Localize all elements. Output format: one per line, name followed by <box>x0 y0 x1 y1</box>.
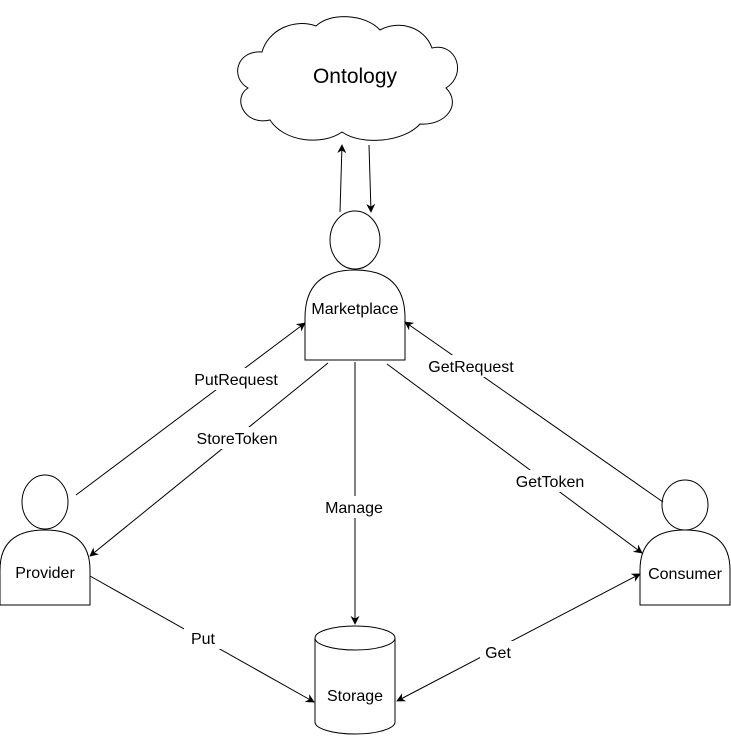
edge-provider-to-marketplace[interactable] <box>75 322 306 496</box>
marketplace-head <box>329 210 381 270</box>
edge-consumer-to-marketplace[interactable] <box>404 321 664 503</box>
edge-marketplace-to-consumer[interactable] <box>386 363 643 554</box>
label-bg <box>184 627 222 649</box>
label-bg <box>420 355 522 377</box>
label-bg <box>508 470 592 492</box>
ontology-node[interactable]: Ontology <box>237 16 458 141</box>
provider-body <box>0 529 91 606</box>
edge-label-storetoken: StoreToken <box>197 431 278 448</box>
consumer-node[interactable]: Consumer <box>639 479 731 606</box>
marketplace-body <box>304 269 406 361</box>
edge-label-gettoken: GetToken <box>516 474 584 491</box>
edge-label-get: Get <box>485 645 511 662</box>
label-bg <box>480 641 518 663</box>
cloud-shape <box>237 16 458 141</box>
edge-label-manage: Manage <box>325 500 383 517</box>
storage-node[interactable]: Storage <box>314 625 396 735</box>
edge-label-putrequest: PutRequest <box>194 372 278 389</box>
edge-label-getrequest: GetRequest <box>428 359 514 376</box>
marketplace-label: Marketplace <box>311 301 398 318</box>
label-bg <box>186 368 286 390</box>
label-bg <box>188 427 286 449</box>
label-bg <box>318 496 390 518</box>
provider-node[interactable]: Provider <box>0 474 91 606</box>
storage-label: Storage <box>327 688 383 705</box>
provider-head <box>21 474 69 530</box>
edge-label-put: Put <box>191 631 216 648</box>
edge-ontology-to-marketplace[interactable] <box>366 144 376 213</box>
storage-cylinder-body <box>314 638 396 735</box>
storage-cylinder-top <box>314 625 396 651</box>
provider-label: Provider <box>15 565 75 582</box>
consumer-head <box>661 479 709 531</box>
edge-marketplace-to-provider[interactable] <box>89 362 329 557</box>
marketplace-node[interactable]: Marketplace <box>304 210 406 361</box>
edge-marketplace-to-ontology[interactable] <box>337 144 347 213</box>
consumer-label: Consumer <box>648 566 722 583</box>
edge-storage-consumer[interactable] <box>396 573 641 702</box>
edge-labels: PutRequest StoreToken GetRequest GetToke… <box>184 355 592 663</box>
ontology-label: Ontology <box>313 65 398 88</box>
